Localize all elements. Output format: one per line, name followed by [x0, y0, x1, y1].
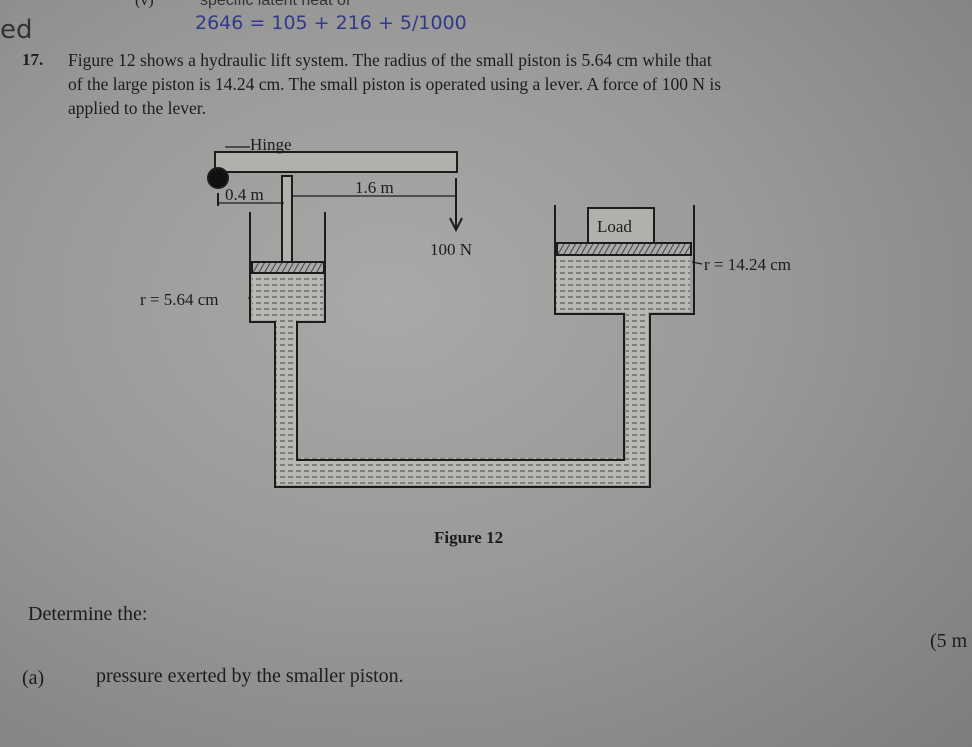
question-line: of the large piston is 14.24 cm. The sma…	[68, 74, 722, 94]
small-cylinder	[249, 205, 695, 488]
part-marks: (5 m	[930, 630, 968, 652]
hinge	[207, 167, 229, 189]
question-line: applied to the lever.	[68, 98, 207, 118]
part-text: pressure exerted by the smaller piston.	[96, 665, 404, 687]
question-number: 17.	[22, 50, 44, 69]
question-line: Figure 12 shows a hydraulic lift system.…	[68, 50, 712, 70]
part-label: (a)	[22, 667, 45, 689]
lever	[214, 151, 458, 173]
piston-rod	[281, 175, 293, 263]
hinge-label: Hinge	[250, 135, 292, 154]
figure-caption: Figure 12	[434, 528, 503, 547]
prompt: Determine the:	[28, 603, 148, 625]
large-piston	[556, 242, 692, 256]
small-radius-label: r = 5.64 cm	[140, 290, 219, 309]
short-arm-label: 0.4 m	[225, 185, 264, 204]
handwritten-mark: ed	[0, 15, 33, 45]
small-piston	[251, 261, 325, 274]
load-box	[587, 207, 655, 244]
load-label: Load	[597, 217, 632, 236]
large-radius-label: r = 14.24 cm	[704, 255, 791, 274]
long-arm-label: 1.6 m	[355, 178, 394, 197]
item-number: (v)	[135, 0, 154, 9]
handwritten-equation: 2646 = 105 + 216 + 5/1000	[195, 12, 467, 34]
force-label: 100 N	[430, 240, 472, 259]
header-fragment: specific latent heat of	[200, 0, 351, 9]
fluid	[252, 255, 690, 485]
